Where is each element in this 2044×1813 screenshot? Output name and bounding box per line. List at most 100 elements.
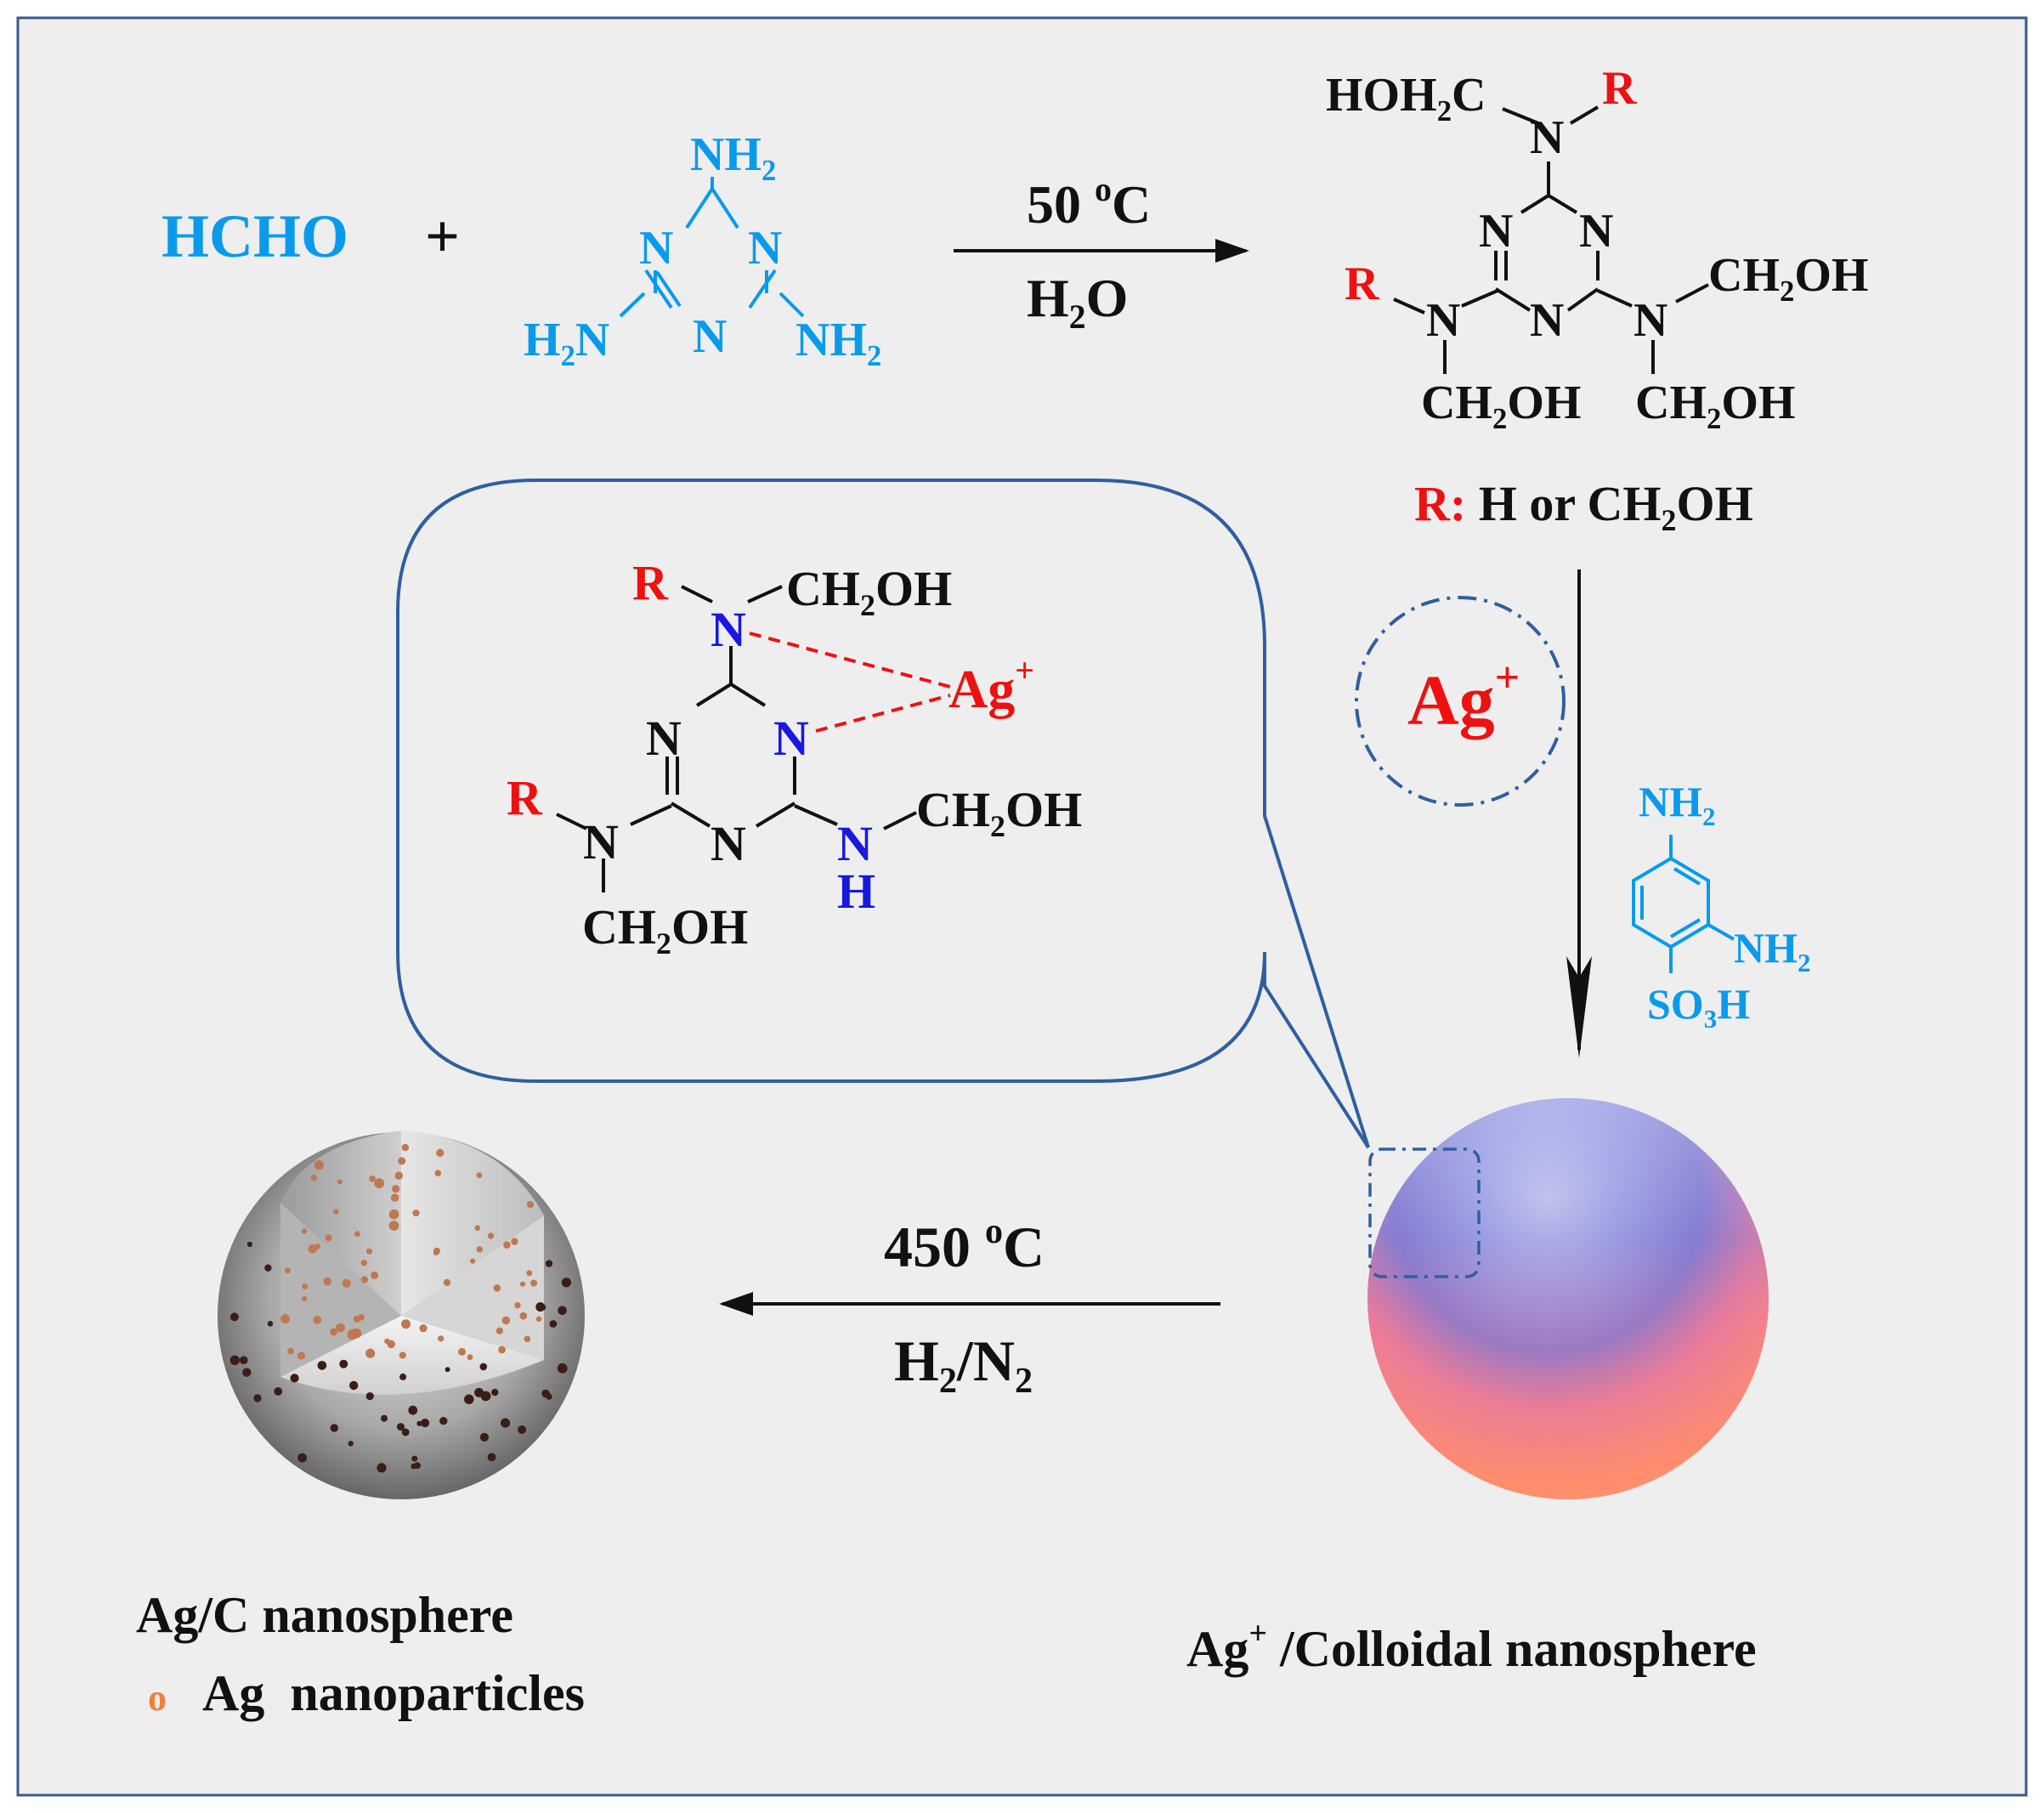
ag-nanoparticle-dot bbox=[518, 1425, 527, 1434]
np-legend-label: Ag nanoparticles bbox=[202, 1665, 585, 1721]
ag-nanoparticle-dot bbox=[267, 1321, 274, 1327]
ag-nanoparticle-dot bbox=[388, 1221, 399, 1231]
svg-text:R: R bbox=[1602, 62, 1637, 115]
ag-nanoparticle-dot bbox=[337, 1179, 343, 1185]
arrow-step2-head bbox=[1566, 956, 1592, 1058]
svg-text:H2N: H2N bbox=[524, 314, 609, 372]
ag-ion-label: Ag+ bbox=[1407, 654, 1520, 740]
svg-text:N: N bbox=[1426, 294, 1460, 347]
svg-text:R: R bbox=[632, 555, 669, 610]
ag-nanoparticle-dot bbox=[388, 1209, 399, 1220]
svg-text:NH2: NH2 bbox=[796, 314, 881, 372]
coordination-bonds bbox=[749, 632, 951, 733]
ag-nanoparticle-dot bbox=[229, 1312, 239, 1322]
ag-nanoparticle-dot bbox=[476, 1172, 483, 1179]
ag-nanoparticle-dot bbox=[526, 1201, 535, 1209]
ag-nanoparticle-dot bbox=[540, 1304, 546, 1311]
ag-nanoparticle-dot bbox=[351, 1328, 362, 1339]
ag-nanoparticle-dot bbox=[354, 1231, 360, 1238]
ag-nanoparticle-dot bbox=[436, 1148, 444, 1157]
ag-nanoparticle-dot bbox=[434, 1170, 442, 1176]
ag-nanoparticle-dot bbox=[353, 1315, 361, 1323]
step3-temp: 450 oC bbox=[884, 1212, 1045, 1279]
ag-nanoparticle-dot bbox=[495, 1327, 504, 1334]
ag-nanoparticle-dot bbox=[325, 1234, 332, 1242]
ag-nanoparticle-dot bbox=[549, 1320, 558, 1328]
ag-nanoparticle-dot bbox=[253, 1394, 262, 1402]
ag-nanoparticle-dot bbox=[401, 1319, 411, 1329]
ag-nanoparticle-dot bbox=[284, 1267, 291, 1274]
svg-text:CH2OH: CH2OH bbox=[1635, 377, 1795, 435]
svg-text:N: N bbox=[1479, 205, 1513, 258]
ag-nanoparticle-dot bbox=[297, 1453, 307, 1463]
svg-text:Ag+: Ag+ bbox=[948, 651, 1034, 719]
ag-nanoparticle-dot bbox=[330, 1424, 338, 1432]
ag-nanoparticle-dot bbox=[360, 1276, 369, 1283]
agc-nanosphere bbox=[218, 1130, 585, 1499]
svg-text:N: N bbox=[1634, 294, 1667, 347]
ag-nanoparticle-dot bbox=[546, 1393, 552, 1400]
ag-nanoparticle-dot bbox=[443, 1278, 451, 1287]
ag-nanoparticle-dot bbox=[333, 1209, 339, 1215]
svg-text:R: R bbox=[507, 770, 543, 825]
plus-sign: + bbox=[425, 202, 460, 270]
melamine-labels: NH2 N N N H2N NH2 bbox=[524, 128, 881, 372]
ag-nanoparticle-dot bbox=[317, 1361, 327, 1370]
ag-nanoparticle-dot bbox=[530, 1279, 538, 1287]
ag-nanoparticle-dot bbox=[371, 1271, 379, 1279]
ag-nanoparticle-dot bbox=[474, 1225, 481, 1231]
ag-nanoparticle-dot bbox=[458, 1347, 467, 1356]
ag-nanoparticle-dot bbox=[411, 1455, 418, 1462]
ag-nanoparticle-dot bbox=[476, 1246, 483, 1253]
ag-nanoparticle-dot bbox=[302, 1283, 309, 1289]
ag-nanoparticle-dot bbox=[526, 1270, 533, 1277]
ag-nanoparticle-dot bbox=[408, 1405, 418, 1415]
ag-nanoparticle-dot bbox=[501, 1418, 511, 1428]
ag-nanoparticle-dot bbox=[365, 1248, 373, 1255]
svg-text:N: N bbox=[837, 816, 873, 871]
ag-nanoparticle-dot bbox=[342, 1278, 351, 1288]
ag-nanoparticle-dot bbox=[414, 1462, 421, 1470]
svg-text:N: N bbox=[639, 222, 673, 275]
ag-nanoparticle-dot bbox=[401, 1428, 410, 1436]
svg-text:N: N bbox=[693, 310, 727, 363]
svg-text:CH2OH: CH2OH bbox=[786, 561, 952, 622]
svg-text:N: N bbox=[711, 816, 746, 871]
ag-nanoparticle-dot bbox=[360, 1260, 368, 1266]
svg-text:R: R bbox=[1345, 258, 1379, 310]
ag-nanoparticle-dot bbox=[498, 1346, 506, 1354]
ag-nanoparticle-dot bbox=[487, 1453, 496, 1462]
ag-nanoparticle-dot bbox=[503, 1241, 511, 1249]
ag-nanoparticle-dot bbox=[491, 1388, 499, 1397]
ag-nanoparticle-dot bbox=[487, 1232, 495, 1239]
ag-nanoparticle-dot bbox=[390, 1193, 399, 1202]
ag-ion-circle bbox=[1355, 596, 1566, 807]
ag-nanoparticle-dot bbox=[240, 1356, 248, 1364]
ag-nanoparticle-dot bbox=[557, 1363, 568, 1374]
ag-nanoparticle-dot bbox=[470, 1258, 476, 1264]
ag-nanoparticle-dot bbox=[514, 1301, 521, 1309]
ag-nanoparticle-dot bbox=[545, 1260, 553, 1267]
svg-text:CH2OH: CH2OH bbox=[1708, 249, 1868, 308]
step1-solvent: H2O bbox=[1027, 268, 1128, 336]
ag-nanoparticle-dot bbox=[348, 1441, 354, 1447]
ag-nanoparticle-dot bbox=[519, 1312, 528, 1320]
svg-text:N: N bbox=[1530, 294, 1564, 347]
svg-text:SO3H: SO3H bbox=[1647, 980, 1750, 1034]
svg-text:HOH2C: HOH2C bbox=[1326, 69, 1486, 127]
ag-nanoparticle-dot bbox=[561, 1278, 572, 1288]
ag-nanoparticle-dot bbox=[416, 1420, 422, 1426]
ag-nanoparticle-dot bbox=[323, 1277, 332, 1286]
ag-nanoparticle-dots bbox=[229, 1143, 572, 1473]
r-group-legend: R: H or CH2OH bbox=[1414, 476, 1753, 537]
callout-bubble bbox=[396, 479, 1370, 1149]
ag-nanoparticle-dot bbox=[438, 1335, 444, 1342]
product-labels: HOH2C R N N N N R N N CH2OH CH2OH CH2OH bbox=[1326, 62, 1868, 435]
ag-nanoparticle-dot bbox=[474, 1387, 484, 1397]
ag-nanoparticle-dot bbox=[511, 1238, 518, 1245]
ag-nanoparticle-dot bbox=[365, 1348, 376, 1358]
ag-nanoparticle-dot bbox=[229, 1355, 240, 1366]
ag-nanoparticle-dot bbox=[439, 1417, 448, 1425]
ag-nanoparticle-dot bbox=[365, 1392, 374, 1401]
